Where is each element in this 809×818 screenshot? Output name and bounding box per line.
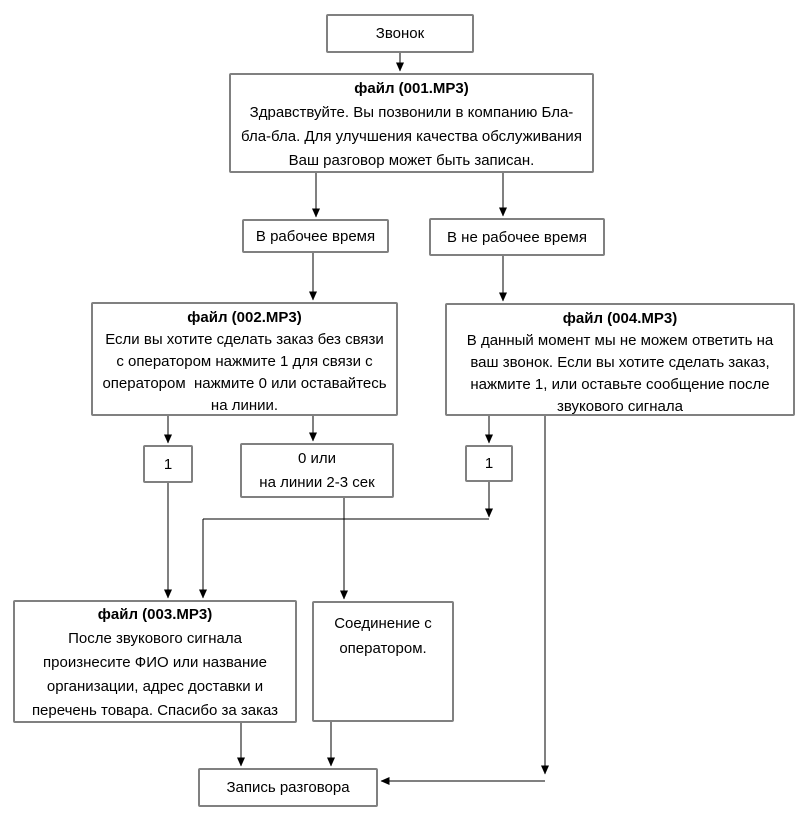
node-operator-line: оператором. (339, 640, 427, 657)
node-file004: файл (004.MP3) В данный момент мы не мож… (445, 303, 795, 416)
node-key1-left-label: 1 (163, 455, 173, 473)
node-file002-title: файл (002.MP3) (187, 309, 302, 326)
node-file003-line: перечень товара. Спасибо за заказ (31, 702, 279, 719)
node-zero-or-line: 0 или (297, 450, 337, 467)
node-file002: файл (002.MP3) Если вы хотите сделать за… (91, 302, 398, 416)
node-file004-line: В данный момент мы не можем ответить на (466, 332, 774, 349)
node-operator-connect: Соединение с оператором. (312, 601, 454, 722)
node-file003-title: файл (003.MP3) (97, 606, 213, 623)
node-call: Звонок (326, 14, 474, 53)
node-record-call: Запись разговора (198, 768, 378, 807)
node-record-call-label: Запись разговора (226, 779, 350, 796)
node-file002-line: на линии. (210, 397, 279, 414)
node-file003-line: произнесите ФИО или название (43, 654, 267, 671)
node-call-label: Звонок (375, 25, 425, 42)
node-file001-line: Ваш разговор может быть записан. (288, 152, 535, 169)
node-file001-title: файл (001.MP3) (354, 80, 469, 97)
node-file003-line: После звукового сигнала (68, 630, 242, 647)
node-working-hours-label: В рабочее время (255, 227, 376, 245)
node-file002-line: Если вы хотите сделать заказ без связи (105, 331, 384, 348)
node-key1-left: 1 (143, 445, 193, 483)
node-file003-line: организации, адрес доставки и (46, 678, 264, 695)
node-nonworking-hours-label: В не рабочее время (446, 228, 587, 246)
node-file004-line: нажмите 1, или оставьте сообщение после (470, 376, 770, 393)
node-file004-title: файл (004.MP3) (562, 310, 678, 327)
node-working-hours: В рабочее время (242, 219, 389, 253)
node-file001: файл (001.MP3) Здравствуйте. Вы позвонил… (229, 73, 594, 173)
node-zero-or-hold: 0 или на линии 2-3 сек (240, 443, 394, 498)
node-nonworking-hours: В не рабочее время (429, 218, 605, 256)
node-key1-right: 1 (465, 445, 513, 482)
node-file002-line: оператором нажмите 0 или оставайтесь (102, 375, 387, 392)
node-file003: файл (003.MP3) После звукового сигнала п… (13, 600, 297, 723)
node-file004-line: звукового сигнала (557, 398, 683, 415)
node-zero-or-line: на линии 2-3 сек (259, 474, 375, 491)
node-file004-line: ваш звонок. Если вы хотите сделать заказ… (470, 354, 770, 371)
node-file001-line: бла-бла. Для улучшения качества обслужив… (241, 128, 582, 145)
node-key1-right-label: 1 (484, 455, 494, 472)
node-file001-line: Здравствуйте. Вы позвонили в компанию Бл… (249, 104, 574, 121)
node-operator-line: Соединение с (334, 615, 432, 632)
node-file002-line: с оператором нажмите 1 для связи с (116, 353, 373, 370)
